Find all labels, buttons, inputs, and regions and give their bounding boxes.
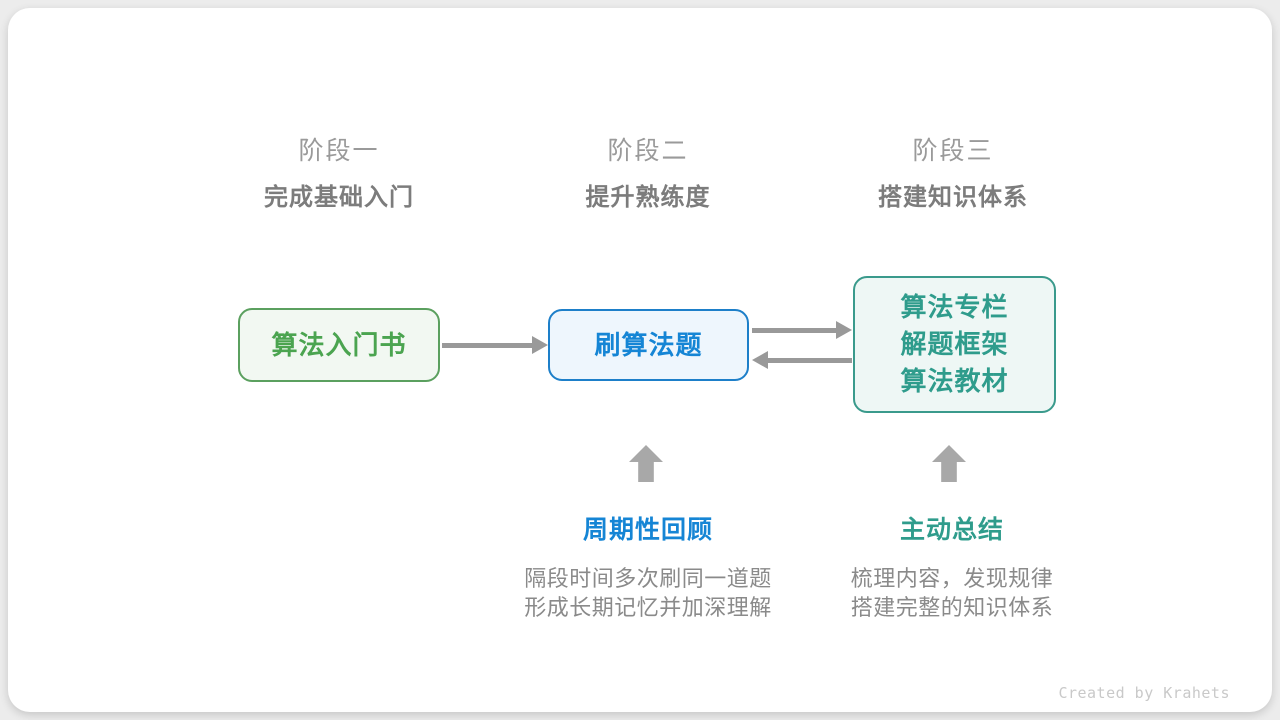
stage-2-label: 阶段二: [607, 137, 689, 165]
node-practice-problems: 刷算法题: [548, 309, 749, 381]
arrow-head-left-icon: [752, 351, 768, 369]
stage-1-subtitle: 完成基础入门: [264, 184, 414, 211]
arrow-node2-to-node3: [752, 321, 852, 339]
desc-line: 形成长期记忆并加深理解: [524, 595, 772, 620]
node-knowledge-line-1: 算法专栏: [900, 292, 1009, 322]
up-arrow-summary-icon: [932, 445, 966, 482]
desc-line: 梳理内容，发现规律: [850, 566, 1054, 591]
annotation-periodic-review-desc: 隔段时间多次刷同一道题 形成长期记忆并加深理解: [468, 564, 828, 622]
up-arrow-review-icon: [629, 445, 663, 482]
desc-line: 搭建完整的知识体系: [850, 595, 1054, 620]
desc-line: 隔段时间多次刷同一道题: [524, 566, 772, 591]
node-knowledge-line-3: 算法教材: [900, 366, 1009, 396]
stage-1-label: 阶段一: [298, 137, 380, 165]
arrow-node1-to-node2: [442, 336, 548, 354]
annotation-periodic-review-title: 周期性回顾: [582, 516, 713, 544]
stage-2-header: 阶段二 提升熟练度: [488, 138, 808, 210]
arrow-shaft: [442, 342, 535, 348]
node-practice-problems-label: 刷算法题: [594, 329, 703, 360]
credit-text: Created by Krahets: [1058, 684, 1230, 702]
node-knowledge-resources: 算法专栏 解题框架 算法教材: [853, 276, 1056, 413]
node-beginner-book: 算法入门书: [238, 308, 440, 382]
arrow-node3-to-node2: [752, 351, 852, 369]
node-beginner-book-label: 算法入门书: [271, 329, 407, 360]
annotation-active-summary-title: 主动总结: [899, 516, 1004, 544]
arrow-shaft: [765, 357, 852, 363]
stage-2-subtitle: 提升熟练度: [585, 184, 711, 211]
arrow-head-right-icon: [836, 321, 852, 339]
stage-3-label: 阶段三: [912, 137, 994, 165]
node-knowledge-line-2: 解题框架: [900, 329, 1009, 359]
stage-3-subtitle: 搭建知识体系: [878, 184, 1028, 211]
annotation-active-summary-desc: 梳理内容，发现规律 搭建完整的知识体系: [772, 564, 1132, 622]
arrow-shaft: [752, 327, 839, 333]
stage-1-header: 阶段一 完成基础入门: [179, 138, 499, 210]
arrow-head-right-icon: [532, 336, 548, 354]
diagram-card: 阶段一 完成基础入门 阶段二 提升熟练度 阶段三 搭建知识体系 算法入门书 刷算…: [8, 8, 1272, 712]
stage-3-header: 阶段三 搭建知识体系: [793, 138, 1113, 210]
